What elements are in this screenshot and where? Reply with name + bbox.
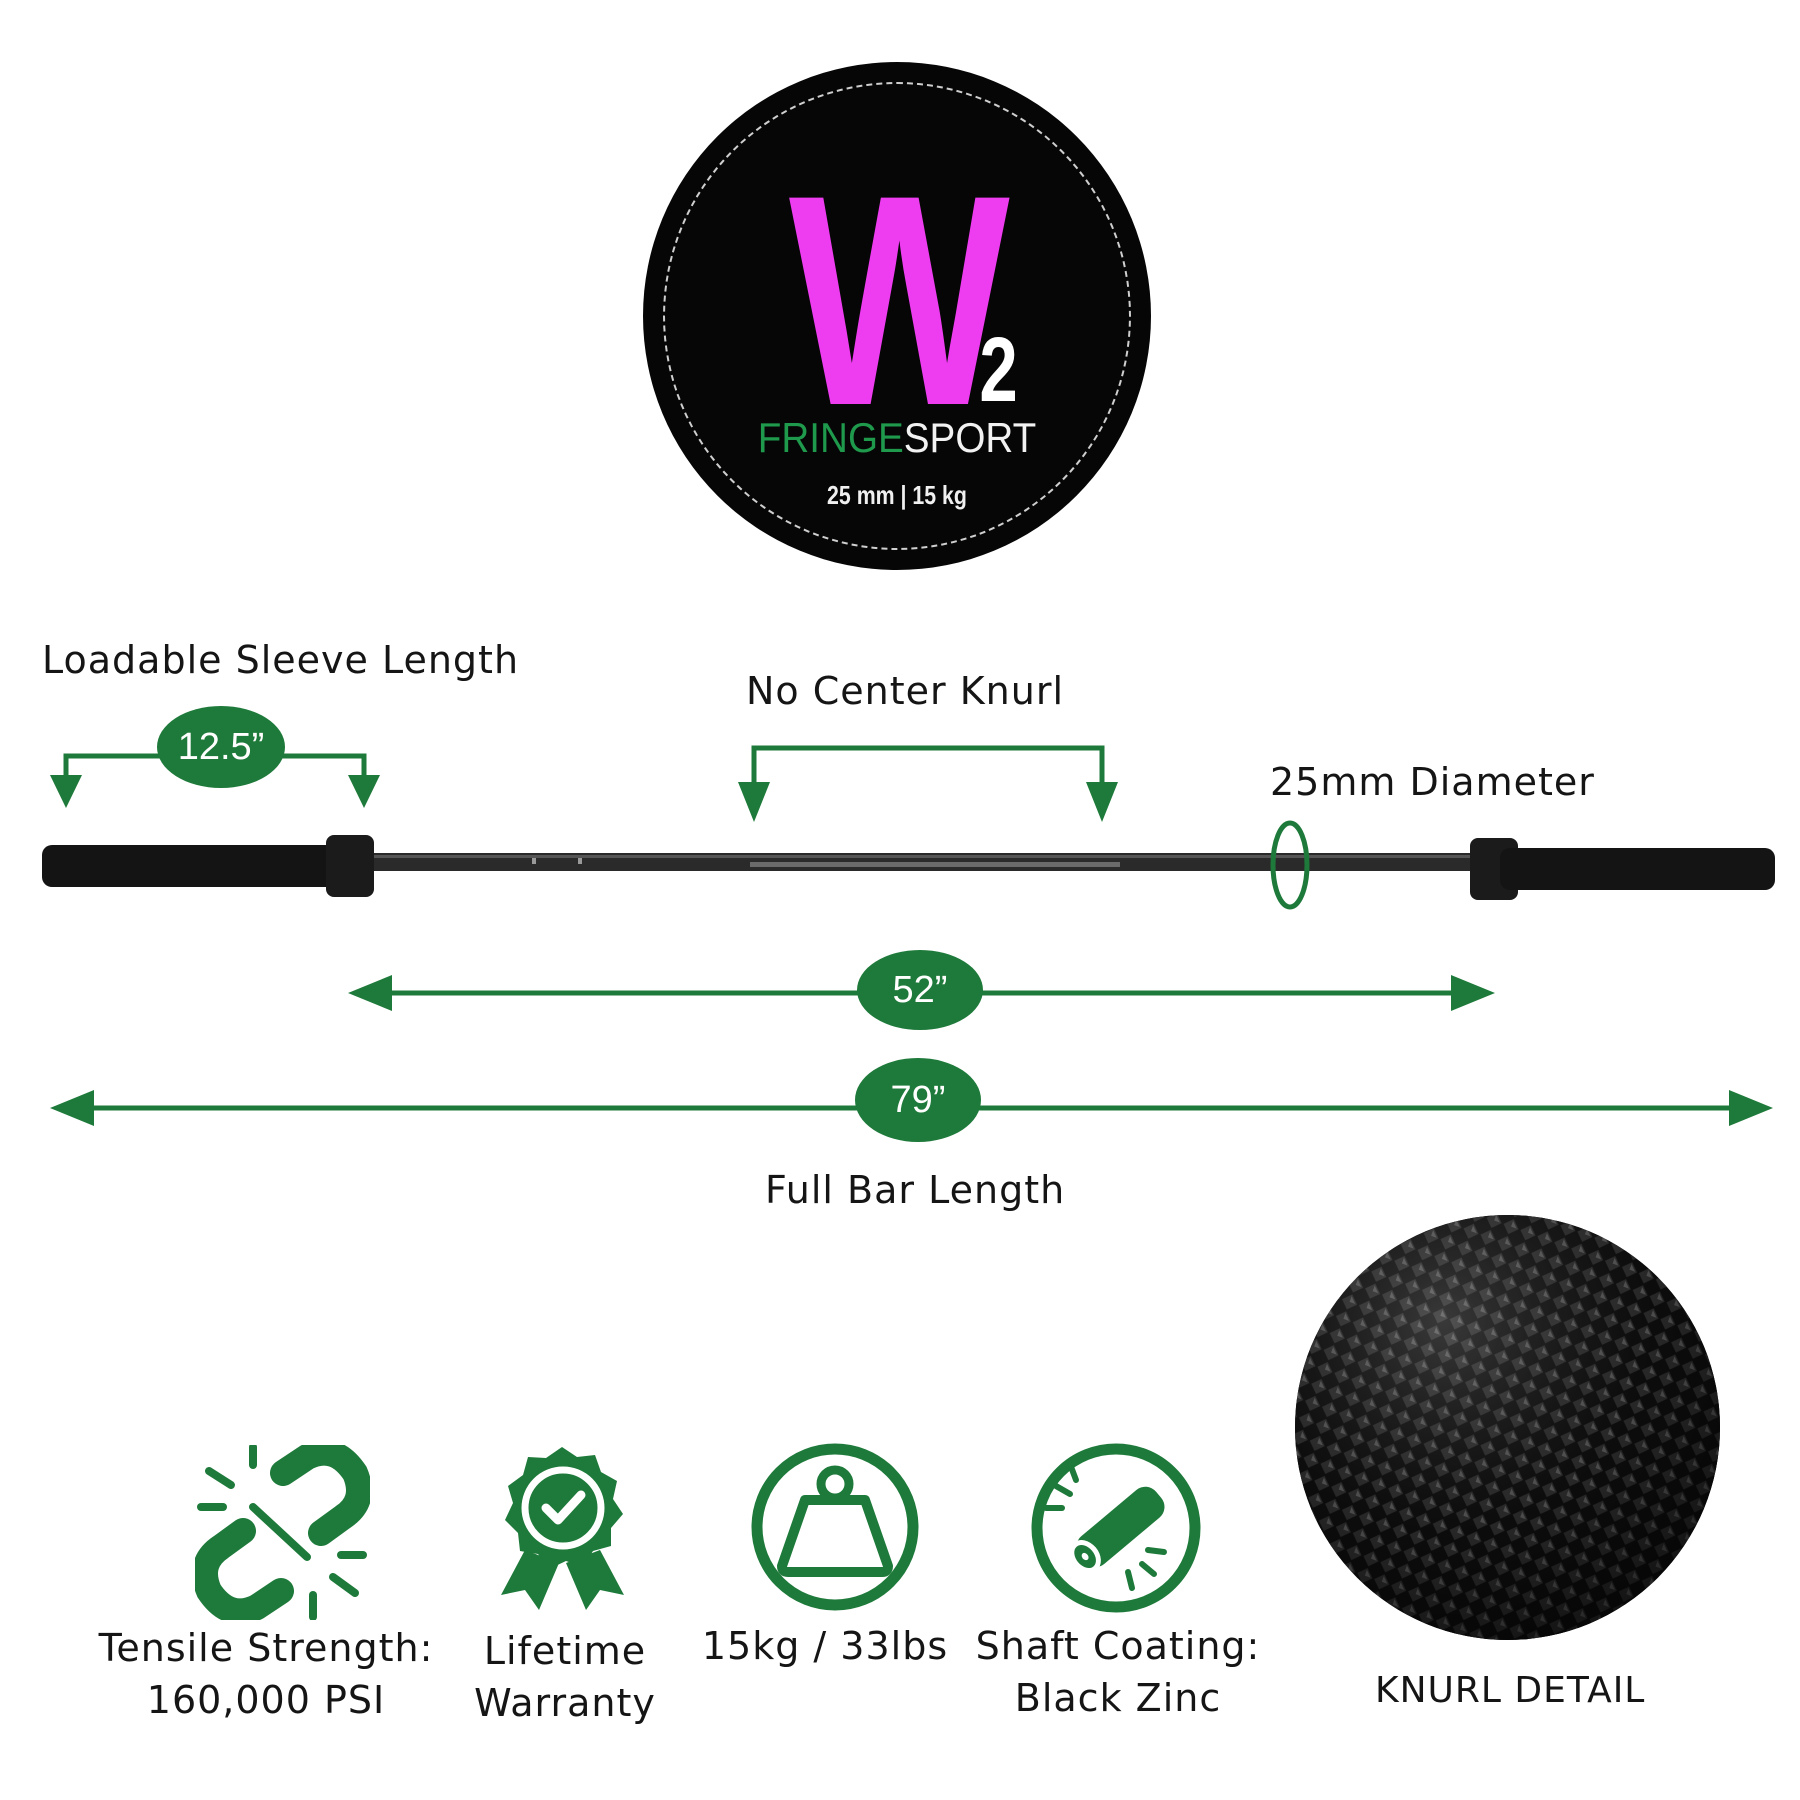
center-knurl-label: No Center Knurl <box>746 669 1064 713</box>
full-arrow-left <box>50 1090 94 1126</box>
coated-bar-icon <box>1031 1443 1201 1613</box>
feature-tensile-strength: Tensile Strength: 160,000 PSI <box>86 1622 446 1726</box>
feature-warranty-line2: Warranty <box>474 1681 656 1725</box>
bar-sleeve-right <box>1500 848 1775 890</box>
feature-warranty-line1: Lifetime <box>483 1629 647 1673</box>
full-arrow-right <box>1729 1090 1773 1126</box>
bar-center-smooth <box>750 862 1120 867</box>
logo-subscript: 2 <box>979 319 1018 421</box>
broken-chain-icon <box>195 1445 370 1620</box>
award-ribbon-check-icon <box>501 1447 624 1610</box>
kettlebell-weight-icon <box>751 1443 919 1611</box>
shaft-arrow-left <box>348 975 392 1011</box>
sleeve-arrow-left <box>50 775 82 808</box>
bar-shaft-highlight <box>360 855 1480 858</box>
center-bracket <box>751 745 1105 785</box>
full-length-label: Full Bar Length <box>765 1168 1066 1212</box>
feature-weight-line1: 15kg / 33lbs <box>701 1624 949 1668</box>
logo-brand: FRINGESPORT <box>663 417 1130 459</box>
barbell-diagram <box>42 745 1775 1126</box>
shaft-arrow-right <box>1451 975 1495 1011</box>
logo-letter: W <box>788 132 1010 468</box>
bar-collar-left <box>326 835 374 897</box>
bar-sleeve-left <box>42 845 342 887</box>
sleeve-length-pill: 12.5” <box>157 706 285 788</box>
center-arrow-left <box>738 782 770 822</box>
knurl-detail-label: KNURL DETAIL <box>1375 1670 1646 1711</box>
feature-weight: 15kg / 33lbs <box>700 1620 950 1672</box>
diameter-label: 25mm Diameter <box>1270 760 1595 804</box>
diameter-ring <box>1270 820 1310 910</box>
knurl-detail-image <box>1295 1215 1720 1640</box>
logo-spec: 25 mm | 15 kg <box>827 480 967 510</box>
feature-tensile-line2: 160,000 PSI <box>146 1678 386 1722</box>
feature-coating-line1: Shaft Coating: <box>975 1624 1261 1668</box>
center-arrow-right <box>1086 782 1118 822</box>
barbell <box>42 835 1775 900</box>
feature-coating: Shaft Coating: Black Zinc <box>968 1620 1268 1724</box>
product-logo-badge: W 2 FRINGESPORT 25 mm | 15 kg <box>643 62 1151 570</box>
knurl-pattern <box>1295 1215 1720 1640</box>
logo-brand-part2: SPORT <box>903 414 1037 461</box>
logo-stitch-border <box>663 82 1131 550</box>
full-length-pill: 79” <box>855 1058 981 1142</box>
sleeve-length-label: Loadable Sleeve Length <box>42 638 520 682</box>
shaft-length-pill: 52” <box>857 950 983 1030</box>
feature-tensile-line1: Tensile Strength: <box>98 1626 434 1670</box>
logo-brand-part1: FRINGE <box>757 414 904 461</box>
sleeve-arrow-right <box>348 775 380 808</box>
feature-warranty: Lifetime Warranty <box>455 1625 675 1729</box>
feature-coating-line2: Black Zinc <box>1014 1676 1222 1720</box>
